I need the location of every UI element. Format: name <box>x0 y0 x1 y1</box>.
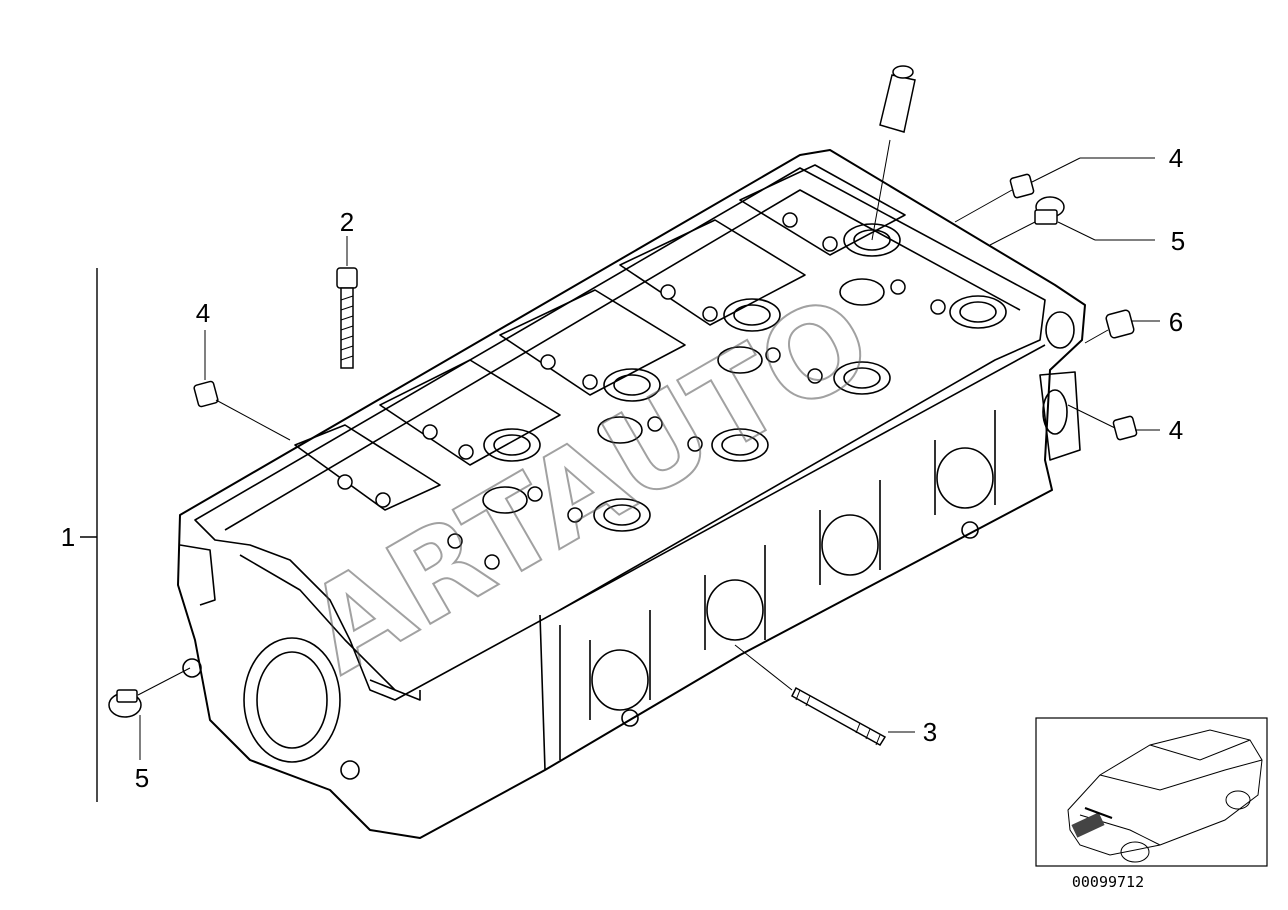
callout-2: 2 <box>340 207 354 237</box>
bolt-item-2 <box>336 236 358 369</box>
callout-4-left: 4 <box>196 298 210 328</box>
valve-bores <box>482 223 1007 532</box>
diagram-reference-number: 00099712 <box>1072 873 1144 891</box>
callout-4-top: 4 <box>1169 143 1183 173</box>
deck-bolts <box>337 212 946 570</box>
front-face <box>179 544 421 780</box>
cylinder-head <box>177 149 1086 839</box>
stud-item-3 <box>734 644 915 747</box>
screw-plug-item-5-left <box>108 667 191 760</box>
callout-4-right: 4 <box>1169 415 1183 445</box>
callout-5-left: 5 <box>135 763 149 793</box>
alignment-sleeve <box>871 65 916 241</box>
assembly-bracket <box>80 268 98 802</box>
callout-3: 3 <box>923 717 937 747</box>
plug-item-4-top <box>954 157 1155 223</box>
rear-flange <box>1039 311 1081 461</box>
callout-1: 1 <box>61 522 75 552</box>
side-ports <box>589 410 996 727</box>
callout-5-top: 5 <box>1171 226 1185 256</box>
plug-item-4-right <box>1067 404 1160 441</box>
screw-plug-item-5-top <box>989 196 1155 246</box>
vehicle-thumbnail <box>1035 717 1268 867</box>
plug-item-4-left <box>193 330 291 441</box>
callout-6: 6 <box>1169 307 1183 337</box>
plug-item-6 <box>1084 309 1160 344</box>
